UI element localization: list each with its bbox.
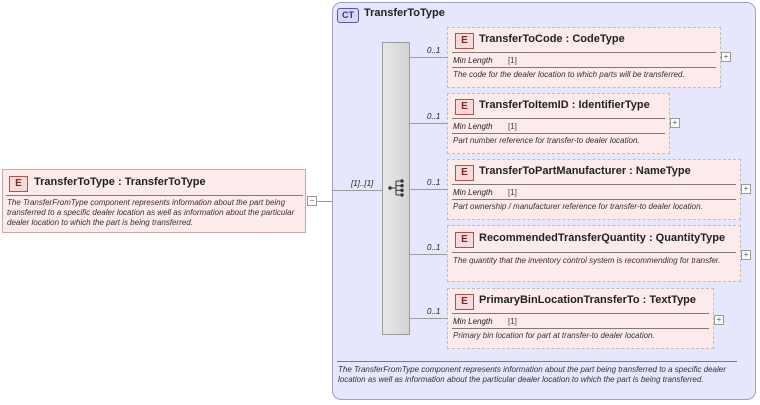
child-element-description: The quantity that the inventory control … (453, 256, 721, 265)
root-element-description: The TransferFromType component represent… (7, 198, 295, 227)
child-element-title: RecommendedTransferQuantity : QuantityTy… (479, 232, 725, 244)
child-element-name: RecommendedTransferQuantity (479, 232, 646, 244)
element-badge: E (455, 33, 474, 49)
facet-value: [1] (508, 122, 517, 131)
ct-to-sequence-line (333, 190, 382, 191)
complex-type-description: The TransferFromType component represent… (338, 365, 726, 384)
child-divider (452, 52, 716, 53)
expand-toggle-icon[interactable]: + (714, 315, 724, 325)
expand-toggle-icon[interactable]: + (670, 118, 680, 128)
child-element-description: Part number reference for transfer-to de… (453, 136, 640, 145)
child-element-transfertoitemid[interactable]: E TransferToItemID : IdentifierType Min … (447, 93, 670, 154)
complex-type-divider (337, 361, 737, 362)
child-connector-line (410, 189, 447, 190)
child-element-title: PrimaryBinLocationTransferTo : TextType (479, 294, 696, 306)
root-connector-line (317, 201, 333, 202)
child-multiplicity: 0..1 (427, 307, 441, 316)
expand-toggle-icon[interactable]: + (741, 250, 751, 260)
expand-toggle-icon[interactable]: + (741, 184, 751, 194)
root-element-title: TransferToType : TransferToType (34, 176, 206, 188)
child-element-name: PrimaryBinLocationTransferTo (479, 294, 640, 306)
element-badge: E (455, 294, 474, 310)
type-separator: : (571, 99, 579, 111)
child-element-name: TransferToCode (479, 33, 563, 45)
type-separator: : (565, 33, 573, 45)
element-badge: E (455, 99, 474, 115)
element-badge: E (455, 165, 474, 181)
facet-label: Min Length (453, 317, 493, 326)
child-element-type: CodeType (572, 33, 625, 45)
child-divider (452, 313, 709, 314)
child-divider (452, 133, 665, 134)
child-element-title: TransferToCode : CodeType (479, 33, 625, 45)
element-badge: E (9, 176, 28, 192)
child-connector-line (410, 254, 447, 255)
facet-label: Min Length (453, 56, 493, 65)
facet-value: [1] (508, 56, 517, 65)
child-element-name: TransferToItemID (479, 99, 569, 111)
element-badge: E (455, 232, 474, 248)
child-connector-line (410, 57, 447, 58)
child-element-recommendedtransferquantity[interactable]: E RecommendedTransferQuantity : Quantity… (447, 225, 741, 282)
child-divider (452, 199, 736, 200)
type-separator: : (117, 176, 125, 188)
type-separator: : (642, 294, 650, 306)
root-element-divider (6, 195, 303, 196)
complex-type-title: TransferToType (364, 7, 445, 19)
child-element-primarybinlocationtransferto[interactable]: E PrimaryBinLocationTransferTo : TextTyp… (447, 288, 714, 349)
sequence-compositor-icon (388, 179, 404, 197)
child-element-transfertocode[interactable]: E TransferToCode : CodeType Min Length [… (447, 27, 721, 88)
complex-type-badge: CT (337, 8, 359, 23)
child-divider (452, 252, 736, 253)
child-multiplicity: 0..1 (427, 178, 441, 187)
child-multiplicity: 0..1 (427, 243, 441, 252)
root-element-type: TransferToType (124, 176, 206, 188)
child-multiplicity: 0..1 (427, 112, 441, 121)
child-divider (452, 67, 716, 68)
type-separator: : (629, 165, 636, 177)
expand-toggle-icon[interactable]: + (721, 52, 731, 62)
child-element-description: Primary bin location for part at transfe… (453, 331, 655, 340)
facet-label: Min Length (453, 188, 493, 197)
sequence-multiplicity: [1]..[1] (351, 179, 374, 188)
child-element-type: IdentifierType (578, 99, 650, 111)
child-divider (452, 184, 736, 185)
child-element-name: TransferToPartManufacturer (479, 165, 627, 177)
child-element-type: TextType (649, 294, 697, 306)
child-element-title: TransferToPartManufacturer : NameType (479, 165, 691, 177)
child-connector-line (410, 123, 447, 124)
child-element-type: QuantityType (655, 232, 726, 244)
facet-label: Min Length (453, 122, 493, 131)
child-element-type: NameType (635, 165, 691, 177)
child-multiplicity: 0..1 (427, 46, 441, 55)
child-element-description: The code for the dealer location to whic… (453, 70, 685, 79)
root-element-box[interactable]: E TransferToType : TransferToType The Tr… (2, 169, 306, 233)
type-separator: : (648, 232, 656, 244)
child-divider (452, 328, 709, 329)
child-element-description: Part ownership / manufacturer reference … (453, 202, 703, 211)
child-element-transfertopartmanufacturer[interactable]: E TransferToPartManufacturer : NameType … (447, 159, 741, 220)
child-element-title: TransferToItemID : IdentifierType (479, 99, 650, 111)
root-element-name: TransferToType (34, 176, 115, 188)
facet-value: [1] (508, 317, 517, 326)
collapse-toggle-icon[interactable]: − (307, 196, 317, 206)
child-connector-line (410, 318, 447, 319)
facet-value: [1] (508, 188, 517, 197)
child-divider (452, 118, 665, 119)
